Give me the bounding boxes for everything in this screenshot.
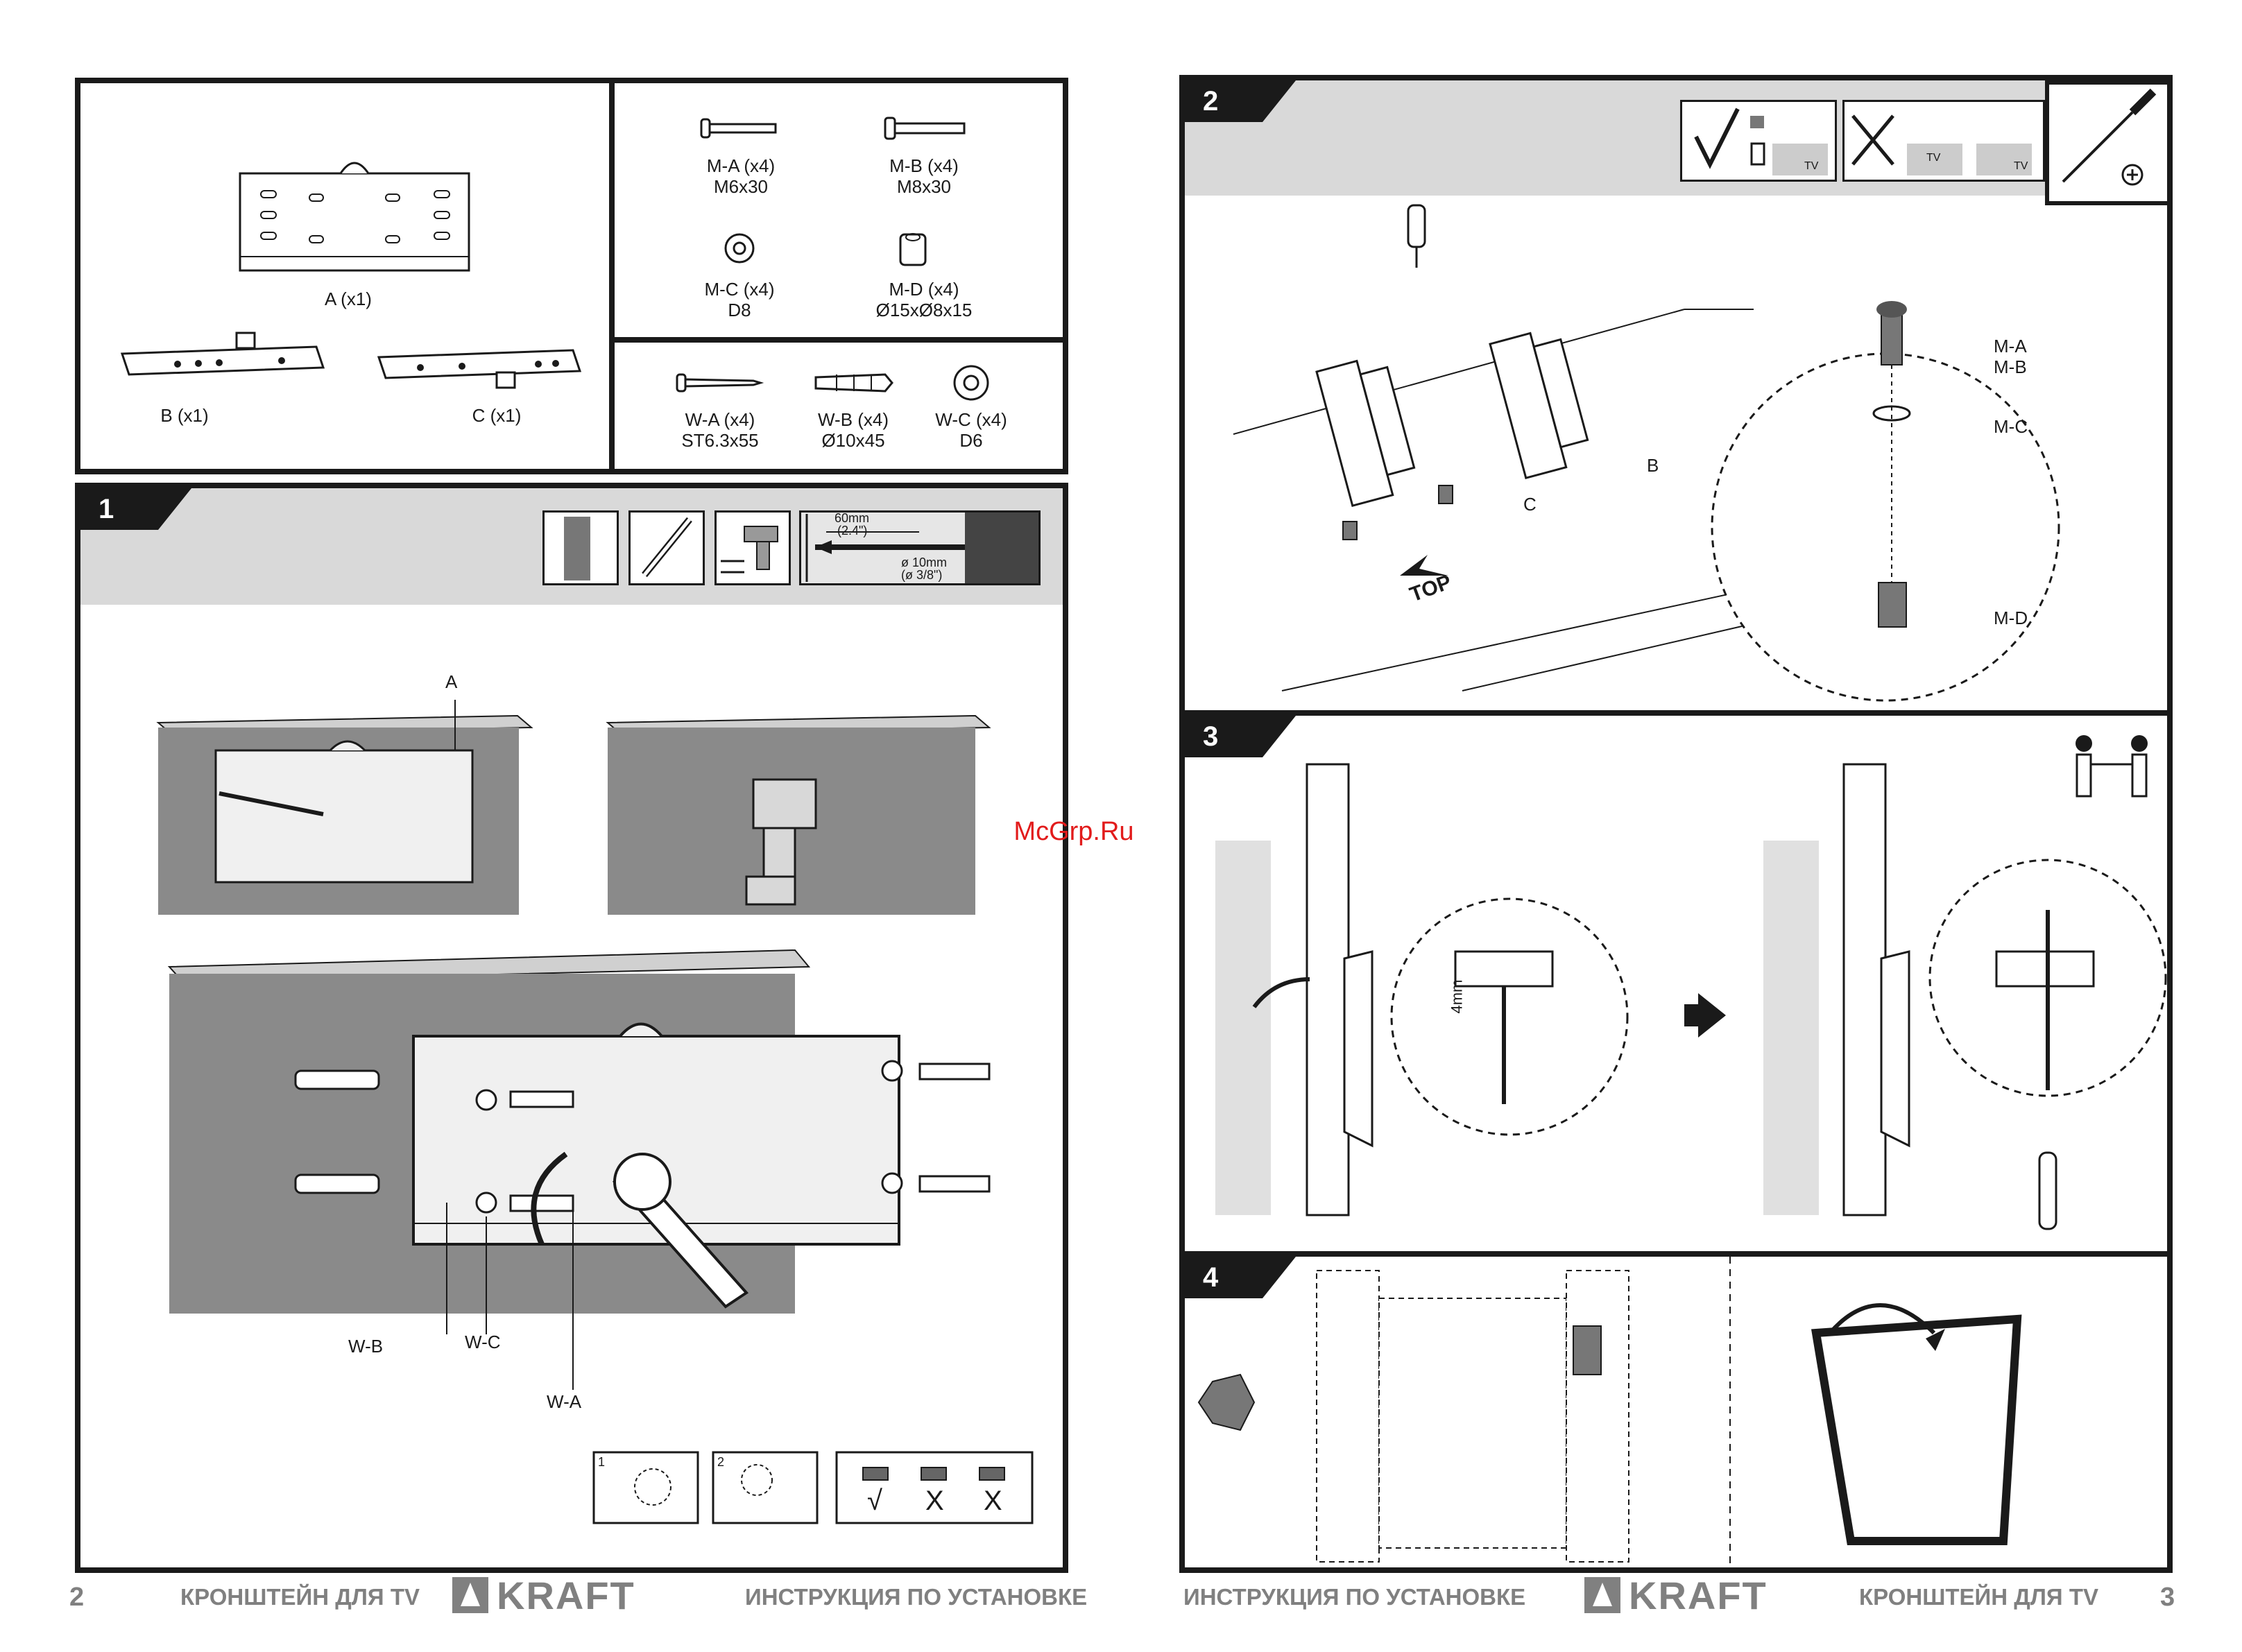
part-wa-label: W-A (x4)ST6.3x55 (681, 409, 759, 451)
right-kraft-logo: KRAFT (1584, 1573, 1768, 1617)
left-footer-section: ИНСТРУКЦИЯ ПО УСТАНОВКЕ (745, 1584, 1088, 1610)
right-footer-product: КРОНШТЕЙН ДЛЯ TV (1859, 1584, 2098, 1610)
label-md-step2: M-D (1994, 608, 2028, 628)
correct-assembly-icon: TV (1680, 100, 1837, 182)
parts-panel: A (x1) B (x1) C (x1) M-A (x4)M6x30 M-B (… (75, 78, 1068, 474)
screw-mb-drawing (884, 117, 966, 140)
tv-label-3: TV (2014, 160, 2028, 172)
step2-panel: 2 TV TV TV (1179, 75, 2173, 716)
part-b-label: B (x1) (160, 405, 209, 426)
right-page: 2 TV TV TV (1121, 0, 2242, 1652)
wall-block-mounting (167, 700, 991, 1390)
wall-block-drilling (606, 714, 991, 915)
tv-label-2: TV (1926, 152, 1941, 164)
step1-illustration (156, 700, 1034, 1524)
step3-panel: 3 4mm (1179, 710, 2173, 1257)
step1-panel: 1 60mm (2.4") ø 10mm (ø 3/8") (75, 483, 1068, 1573)
kraft-logo-icon (1584, 1577, 1620, 1613)
washer-wc-drawing (953, 365, 989, 401)
step2-illustration (1233, 204, 2060, 702)
part-wb-label: W-B (x4)Ø10x45 (817, 409, 889, 451)
part-ma-label: M-A (x4)M6x30 (706, 155, 776, 197)
bracket-b-drawing (120, 332, 325, 376)
label-wa: W-A (547, 1391, 582, 1412)
label-mc-step2: M-C (1994, 416, 2028, 437)
screw-ma-drawing (700, 118, 777, 139)
left-page: A (x1) B (x1) C (x1) M-A (x4)M6x30 M-B (… (69, 78, 1088, 1617)
drill-tool-icon (714, 510, 791, 585)
gap-label: 4mm (1448, 979, 1466, 1014)
tv-label-1: TV (1804, 160, 1819, 172)
workers-icon (2076, 735, 2148, 798)
drill-dia-inch-label: (ø 3/8") (901, 568, 943, 582)
mark-ok: √ (867, 1486, 882, 1516)
drill-depth-label: 60mm (835, 511, 870, 525)
washer-mc-drawing (724, 233, 755, 264)
right-footer-section: ИНСТРУКЦИЯ ПО УСТАНОВКЕ (1183, 1584, 1526, 1610)
mark-x2: X (984, 1486, 1002, 1516)
left-footer-product: КРОНШТЕЙН ДЛЯ TV (180, 1584, 420, 1610)
drill-dia-label: ø 10mm (901, 556, 948, 569)
label-b-step2: B (1647, 455, 1659, 476)
parts-dividers (120, 83, 1063, 469)
label-wc: W-C (465, 1332, 501, 1352)
mark-x1: X (925, 1486, 944, 1516)
left-kraft-wordmark: KRAFT (497, 1573, 635, 1617)
wall-plate-a-drawing (239, 162, 470, 272)
left-page-number: 2 (69, 1583, 85, 1612)
step4-panel: 4 (1179, 1251, 2173, 1573)
label-mb-step2: M-B (1994, 356, 2027, 377)
bracket-c-mounted (1315, 359, 1416, 508)
part-mb-label: M-B (x4)M8x30 (889, 155, 959, 197)
pencil-tool-icon (628, 510, 705, 585)
label-a: A (445, 671, 458, 692)
right-page-number: 3 (2160, 1583, 2175, 1612)
wrong-assembly-icon: TV TV (1842, 100, 2045, 182)
drill-depth-inch-label: (2.4") (837, 524, 868, 537)
check-row (592, 1451, 1034, 1524)
screw-wa-drawing (676, 373, 764, 393)
part-wc-label: W-C (x4)D6 (935, 409, 1007, 451)
spacer-md-drawing (899, 233, 927, 266)
watermark: McGrp.Ru (1013, 817, 1134, 846)
drill-depth-icon: 60mm (2.4") ø 10mm (ø 3/8") (799, 510, 1041, 585)
part-a-label: A (x1) (325, 289, 372, 309)
part-c-label: C (x1) (472, 405, 522, 426)
check-2-label: 2 (717, 1455, 725, 1469)
bracket-c-drawing (377, 349, 582, 389)
part-mc-label: M-C (x4)D8 (704, 279, 775, 320)
step4-illustration (1197, 1257, 2022, 1567)
part-md-label: M-D (x4)Ø15xØ8x15 (875, 279, 973, 320)
wall-tool-icon (542, 510, 619, 585)
label-c-step2: C (1523, 494, 1537, 515)
bracket-b-mounted (1489, 332, 1589, 480)
label-ma-step2: M-A (1994, 336, 2027, 356)
left-kraft-logo: KRAFT (452, 1573, 635, 1617)
right-kraft-wordmark: KRAFT (1629, 1573, 1768, 1617)
label-wb: W-B (348, 1336, 384, 1357)
kraft-logo-icon (452, 1577, 488, 1613)
step3-illustration (1215, 735, 2167, 1230)
wall-block-marking (156, 714, 533, 915)
check-1-label: 1 (598, 1455, 606, 1469)
anchor-wb-drawing (814, 373, 893, 393)
screwdriver-tool-icon (2045, 80, 2167, 205)
